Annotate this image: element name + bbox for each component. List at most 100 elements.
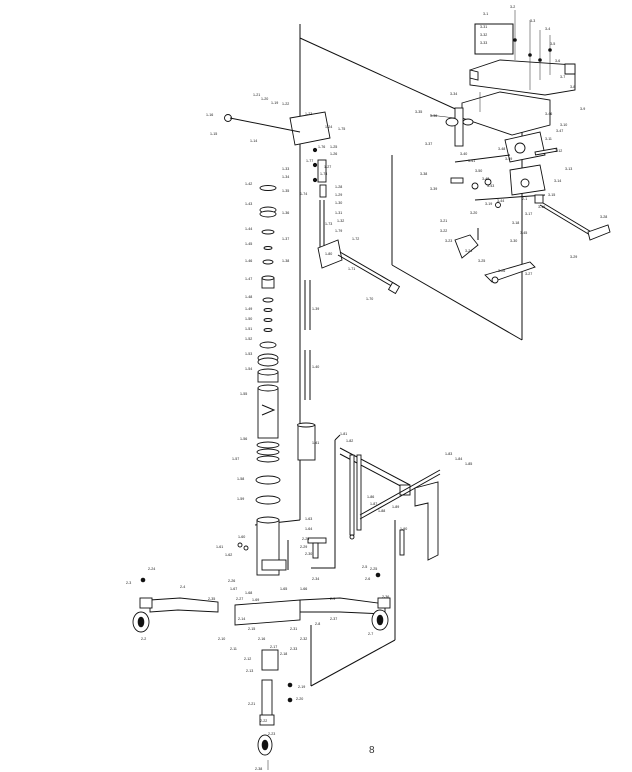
callout-2-27: 2-27 [236, 597, 243, 601]
callout-2-34: 2-34 [312, 577, 319, 581]
callout-1-14: 1-14 [250, 139, 257, 143]
callout-1-86: 1-86 [367, 495, 374, 499]
callout-3-16: 3-16 [538, 205, 545, 209]
callout-2-16: 2-16 [258, 637, 265, 641]
callout-3-22: 3-22 [440, 229, 447, 233]
callout-1-71: 1-71 [348, 267, 355, 271]
callout-3-24: 3-24 [465, 249, 472, 253]
callout-1-59: 1-59 [237, 497, 244, 501]
callout-1-84: 1-84 [455, 457, 462, 461]
callout-1-69: 1-69 [252, 598, 259, 602]
base-assembly [132, 559, 391, 770]
saddle-plate [469, 59, 576, 96]
callout-2-3: 2-3 [126, 581, 131, 585]
callout-2-19: 2-19 [298, 685, 305, 689]
callout-1-57: 1-57 [232, 457, 239, 461]
callout-3-20: 3-20 [470, 211, 477, 215]
callout-2-26: 2-26 [228, 579, 235, 583]
callout-1-24: 1-24 [325, 125, 332, 129]
callout-1-40: 1-40 [312, 365, 319, 369]
callout-3-21: 3-21 [440, 219, 447, 223]
callout-2-28: 2-28 [302, 537, 309, 541]
callout-1-70: 1-70 [366, 297, 373, 301]
pump-body [317, 239, 343, 269]
callout-2-32: 2-32 [300, 637, 307, 641]
callout-1-65: 1-65 [280, 587, 287, 591]
base-plate [234, 599, 301, 626]
linkage-bar [484, 261, 536, 283]
callout-3-26: 3-26 [498, 269, 505, 273]
callout-3-29: 3-29 [570, 255, 577, 259]
callout-3-5: 3-5 [550, 42, 555, 46]
callout-3-47: 3-47 [556, 129, 563, 133]
callout-3-30: 3-30 [510, 239, 517, 243]
callout-3-40: 3-40 [460, 152, 467, 156]
callout-3-38: 3-38 [420, 172, 427, 176]
callout-1-15: 1-15 [210, 132, 217, 136]
detail-box [474, 23, 514, 55]
callout-1-42: 1-42 [245, 182, 252, 186]
callout-1-48: 1-48 [245, 295, 252, 299]
callout-3-13: 3-13 [565, 167, 572, 171]
valve [317, 159, 327, 183]
callout-3-11: 3-11 [545, 137, 552, 141]
callout-1-33: 1-33 [282, 167, 289, 171]
handle-assembly [339, 447, 441, 561]
callout-2-33: 2-33 [290, 647, 297, 651]
callout-1-45: 1-45 [245, 242, 252, 246]
callout-1-76: 1-76 [318, 145, 325, 149]
upright-bracket [414, 481, 439, 561]
callout-1-32: 1-32 [337, 219, 344, 223]
callout-1-43: 1-43 [245, 202, 252, 206]
callout-2-7: 2-7 [368, 632, 373, 636]
callout-2-9: 2-9 [330, 597, 335, 601]
callout-1-74: 1-74 [300, 192, 307, 196]
callout-3-7: 3-7 [560, 75, 565, 79]
callout-3-9: 3-9 [580, 107, 585, 111]
t-handle [307, 537, 327, 544]
callout-1-29: 1-29 [335, 193, 342, 197]
callout-1-62: 1-62 [225, 553, 232, 557]
page-number: 8 [369, 745, 375, 756]
callout-1-53: 1-53 [245, 352, 252, 356]
callout-3-42: 3-42 [482, 177, 489, 181]
callout-2-17: 2-17 [270, 645, 277, 649]
callout-3-28: 3-28 [600, 215, 607, 219]
callout-1-41: 1-41 [312, 441, 319, 445]
callout-3-15: 3-15 [548, 193, 555, 197]
callout-1-49: 1-49 [245, 307, 252, 311]
triangle-bracket [454, 234, 479, 259]
callout-3-46: 3-46 [545, 112, 552, 116]
callout-1-72: 1-72 [352, 237, 359, 241]
caster-bottom [257, 734, 273, 756]
callout-3-39: 3-39 [430, 187, 437, 191]
callout-1-79: 1-79 [335, 229, 342, 233]
lift-head-assembly [429, 10, 611, 284]
callout-3-31: 3-31 [480, 25, 487, 29]
callout-1-75: 1-75 [338, 127, 345, 131]
callout-1-77: 1-77 [306, 159, 313, 163]
callout-1-88: 1-88 [378, 509, 385, 513]
callout-1-90: 1-90 [400, 527, 407, 531]
callout-2-21: 2-21 [248, 702, 255, 706]
callout-1-82: 1-82 [346, 439, 353, 443]
callout-2-2: 2-2 [141, 637, 146, 641]
callout-3-43: 3-43 [487, 184, 494, 188]
callout-1-63: 1-63 [305, 517, 312, 521]
callout-1-66: 1-66 [300, 587, 307, 591]
callout-1-54: 1-54 [245, 367, 252, 371]
callout-3-8: 3-8 [570, 85, 575, 89]
column-assembly [224, 111, 401, 576]
callout-1-55: 1-55 [240, 392, 247, 396]
callout-1-64: 1-64 [305, 527, 312, 531]
callout-2-25: 2-25 [370, 567, 377, 571]
callout-1-28: 1-28 [335, 185, 342, 189]
callout-2-22: 2-22 [260, 719, 267, 723]
callout-2-1: 2-1 [522, 197, 527, 201]
callout-1-19: 1-19 [271, 101, 278, 105]
callout-1-35: 1-35 [282, 189, 289, 193]
callout-3-19: 3-19 [485, 202, 492, 206]
callout-1-38: 1-38 [282, 259, 289, 263]
